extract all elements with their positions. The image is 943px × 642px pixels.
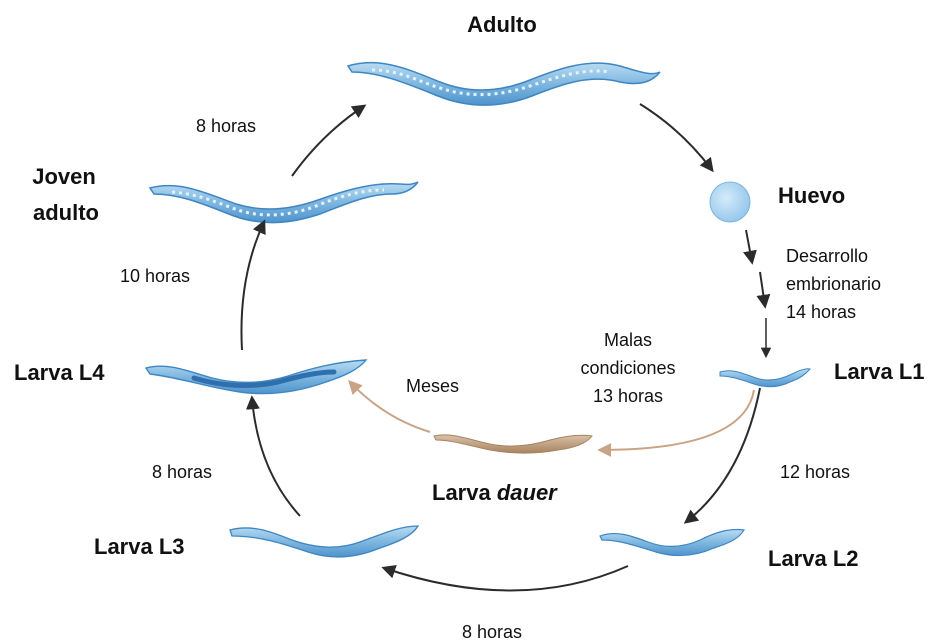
time-label-desarrollo: Desarrollo	[786, 246, 868, 266]
larva-l3-worm-icon	[230, 526, 418, 557]
stage-label-joven-adulto-line1: Joven	[32, 164, 96, 189]
stage-label-larva-l1: Larva L1	[834, 359, 925, 384]
arrow-l2-to-l3	[384, 566, 628, 591]
larva-l2-worm-icon	[600, 529, 744, 555]
arrow-huevo-to-l1-b	[760, 272, 765, 306]
stage-label-larva-l3: Larva L3	[94, 534, 185, 559]
time-label-l3-to-l4: 8 horas	[152, 462, 212, 482]
dauer-label-italic: dauer	[497, 480, 558, 505]
time-label-embrionario: embrionario	[786, 274, 881, 294]
stage-label-larva-l4: Larva L4	[14, 360, 105, 385]
arrow-l1-to-l2	[686, 388, 760, 522]
time-label-l2-to-l3: 8 horas	[462, 622, 522, 642]
young-adult-worm-icon	[150, 182, 418, 223]
arrow-huevo-to-l1-a	[746, 230, 752, 262]
time-label-13-horas: 13 horas	[593, 386, 663, 406]
arrow-joven-to-adulto	[292, 106, 364, 176]
stage-label-larva-dauer: Larva dauer	[432, 480, 558, 505]
stage-label-joven-adulto-line2: adulto	[33, 200, 99, 225]
stage-label-huevo: Huevo	[778, 183, 845, 208]
time-label-joven-to-adulto: 8 horas	[196, 116, 256, 136]
stage-label-larva-l2: Larva L2	[768, 546, 859, 571]
dauer-label-prefix: Larva	[432, 480, 497, 505]
adult-worm-icon	[348, 63, 660, 105]
larva-l4-worm-icon	[146, 360, 366, 394]
arrow-l4-to-joven	[241, 222, 264, 350]
arrow-adulto-to-huevo	[640, 104, 712, 170]
egg-icon	[710, 182, 750, 222]
time-label-malas: Malas	[604, 330, 652, 350]
dauer-larva-worm-icon	[434, 435, 592, 453]
time-label-l4-to-joven: 10 horas	[120, 266, 190, 286]
time-label-meses: Meses	[406, 376, 459, 396]
time-label-14-horas: 14 horas	[786, 302, 856, 322]
arrow-l3-to-l4	[252, 398, 300, 516]
time-label-condiciones: condiciones	[580, 358, 675, 378]
stage-label-adulto: Adulto	[467, 12, 537, 37]
larva-l1-worm-icon	[720, 369, 810, 387]
time-label-l1-to-l2: 12 horas	[780, 462, 850, 482]
